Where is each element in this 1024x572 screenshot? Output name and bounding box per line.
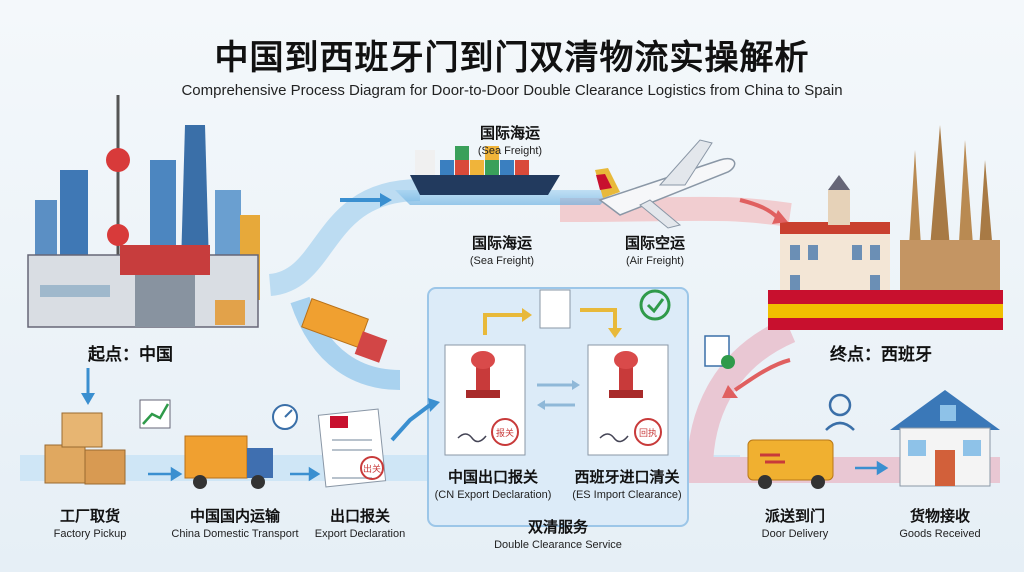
- cargo-ship: [395, 146, 615, 205]
- spain-skyline: [768, 125, 1003, 330]
- domestic-truck-icon: [184, 435, 273, 489]
- step-label-zh: 货物接收: [909, 507, 970, 525]
- approved-check-icon: [639, 289, 671, 321]
- boxes-icon: [44, 412, 126, 485]
- air-freight-en: (Air Freight): [625, 255, 685, 267]
- air-freight-zh: 国际空运: [624, 234, 685, 252]
- es-import-zh: 西班牙进口清关: [574, 468, 680, 486]
- sea-freight-top-label: 国际海运 (Sea Freight): [455, 122, 565, 157]
- airplane: [595, 139, 736, 229]
- double-clearance-en: Double Clearance Service: [494, 539, 622, 551]
- stamp-right-text: 回执: [639, 427, 657, 439]
- cn-export-en: (CN Export Declaration): [434, 489, 552, 501]
- exchange-arrows: [537, 380, 580, 410]
- step-label-en: Goods Received: [899, 528, 981, 540]
- china-skyline: [27, 95, 260, 328]
- es-import-en: (ES Import Clearance): [572, 489, 682, 501]
- step-export-declaration: 出口报关 Export Declaration: [305, 505, 415, 540]
- sea-freight-en: (Sea Freight): [469, 255, 535, 267]
- double-clearance-zh: 双清服务: [527, 518, 588, 536]
- step-label-en: China Domestic Transport: [171, 528, 299, 540]
- sea-freight-zh: 国际海运: [471, 234, 532, 252]
- house-icon: [890, 390, 1000, 487]
- step-label-zh: 中国国内运输: [189, 507, 280, 525]
- flow-band-to-spain: [559, 196, 792, 227]
- step-label-en: Export Declaration: [314, 528, 406, 540]
- growth-chart-icon: [139, 399, 171, 429]
- step-label-zh: 出口报关: [329, 507, 390, 525]
- stamp-export-text: 出关: [363, 463, 381, 475]
- cn-export-label: 中国出口报关 (CN Export Declaration): [428, 466, 558, 501]
- cn-export-document: 报关: [444, 344, 526, 456]
- air-freight-label: 国际空运 (Air Freight): [600, 232, 710, 267]
- flow-band-delivery: [686, 318, 1000, 483]
- sea-freight-label: 国际海运 (Sea Freight): [447, 232, 557, 267]
- sea-freight-top-en: (Sea Freight): [477, 145, 543, 157]
- clipboard-check-icon: [704, 335, 735, 369]
- step-label-en: Door Delivery: [761, 528, 829, 540]
- step-domestic-transport: 中国国内运输 China Domestic Transport: [160, 505, 310, 540]
- flow-band-to-sea: [268, 179, 421, 296]
- origin-label: 起点：中国: [88, 345, 173, 365]
- top-document-icon: [483, 289, 622, 338]
- step-label-zh: 工厂取货: [59, 507, 120, 525]
- cn-export-zh: 中国出口报关: [447, 468, 538, 486]
- export-document-icon: 出关: [317, 408, 387, 488]
- double-clearance-label: 双清服务 Double Clearance Service: [478, 516, 638, 551]
- step-door-delivery: 派送到门 Door Delivery: [740, 505, 850, 540]
- page-title: 中国到西班牙门到门双清物流实操解析: [214, 38, 810, 78]
- step-label-en: Factory Pickup: [53, 528, 127, 540]
- support-agent-icon: [825, 393, 855, 431]
- gauge-icon: [272, 404, 298, 430]
- destination-label: 终点：西班牙: [830, 345, 932, 365]
- step-label-zh: 派送到门: [764, 507, 825, 525]
- delivery-van-icon: [747, 439, 834, 489]
- page-subtitle: Comprehensive Process Diagram for Door-t…: [181, 82, 843, 99]
- stamp-left-text: 报关: [496, 427, 514, 439]
- container-truck: [301, 298, 388, 363]
- es-import-label: 西班牙进口清关 (ES Import Clearance): [562, 466, 692, 501]
- step-factory-pickup: 工厂取货 Factory Pickup: [30, 505, 150, 540]
- step-goods-received: 货物接收 Goods Received: [880, 505, 1000, 540]
- es-import-document: 回执: [587, 344, 669, 456]
- sea-freight-top-zh: 国际海运: [479, 124, 540, 142]
